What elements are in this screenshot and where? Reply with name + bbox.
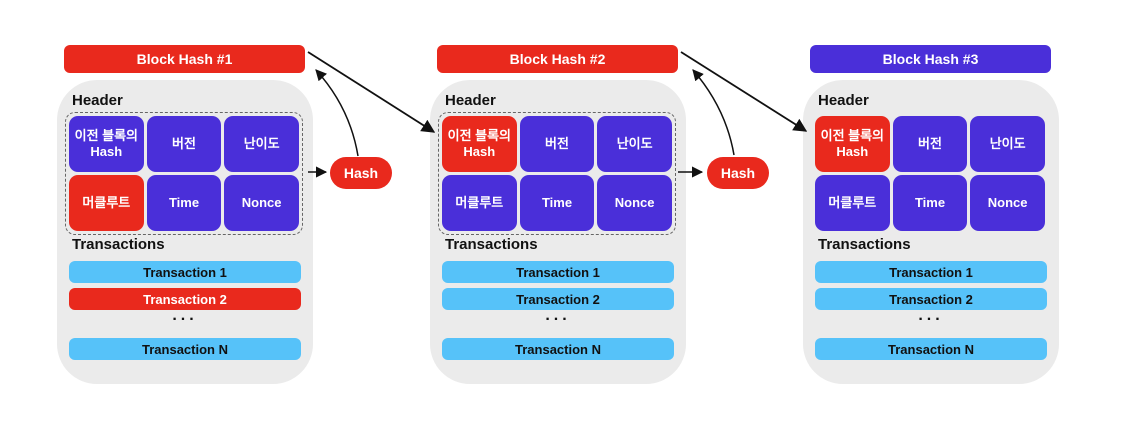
block-3: Block Hash #3 Header 이전 블록의 Hash 버전 난이도 … [803,0,1059,436]
header-cell-nonce: Nonce [597,175,672,231]
header-cell-version: 버전 [892,116,968,172]
transactions-section-title: Transactions [72,236,165,253]
transactions-section-title: Transactions [818,236,911,253]
transaction-row: Transaction 2 [442,288,674,310]
header-cell-difficulty: 난이도 [597,116,672,172]
transaction-row: Transaction N [815,338,1047,360]
header-cell-time: Time [519,175,595,231]
header-cell-version: 버전 [519,116,595,172]
header-cell-prev-hash: 이전 블록의 Hash [815,116,890,172]
header-cell-difficulty: 난이도 [224,116,299,172]
header-cell-nonce: Nonce [970,175,1045,231]
header-section-title: Header [445,92,496,109]
transactions-ellipsis: ... [545,307,571,324]
block-1-container: Header 이전 블록의 Hash 버전 난이도 머클루트 Time Nonc… [57,80,313,384]
header-grid: 이전 블록의 Hash 버전 난이도 머클루트 Time Nonce [65,112,303,235]
transactions-section-title: Transactions [445,236,538,253]
header-cell-merkle-root: 머클루트 [815,175,890,231]
block-2: Block Hash #2 Header 이전 블록의 Hash 버전 난이도 … [430,0,686,436]
hash-function-node-1: Hash [330,157,392,189]
transaction-row: Transaction 1 [442,261,674,283]
hash-to-blockhash-arrow-1 [315,69,359,157]
transaction-row: Transaction 1 [815,261,1047,283]
header-cell-time: Time [146,175,222,231]
transaction-row: Transaction 2 [815,288,1047,310]
block-1: Block Hash #1 Header 이전 블록의 Hash 버전 난이도 … [57,0,313,436]
header-cell-prev-hash: 이전 블록의 Hash [69,116,144,172]
header-grid: 이전 블록의 Hash 버전 난이도 머클루트 Time Nonce [438,112,676,235]
header-cell-difficulty: 난이도 [970,116,1045,172]
transactions-ellipsis: ... [172,307,198,324]
transaction-row: Transaction 2 [69,288,301,310]
header-cell-merkle-root: 머클루트 [69,175,144,231]
block-hash-label-2: Block Hash #2 [437,45,678,73]
transaction-row: Transaction 1 [69,261,301,283]
blockhash2-to-prevhash3-arrow [680,51,808,132]
header-grid: 이전 블록의 Hash 버전 난이도 머클루트 Time Nonce [811,112,1049,235]
block-2-container: Header 이전 블록의 Hash 버전 난이도 머클루트 Time Nonc… [430,80,686,384]
block-3-container: Header 이전 블록의 Hash 버전 난이도 머클루트 Time Nonc… [803,80,1059,384]
transaction-row: Transaction N [69,338,301,360]
transactions-ellipsis: ... [918,307,944,324]
header-cell-prev-hash: 이전 블록의 Hash [442,116,517,172]
header-cell-version: 버전 [146,116,222,172]
header-section-title: Header [818,92,869,109]
header-section-title: Header [72,92,123,109]
header-cell-nonce: Nonce [224,175,299,231]
hash-to-blockhash-arrow-2 [692,69,735,156]
block-hash-label-3: Block Hash #3 [810,45,1051,73]
header-cell-merkle-root: 머클루트 [442,175,517,231]
blockhash1-to-prevhash2-arrow [307,51,436,133]
header-cell-time: Time [892,175,968,231]
transaction-row: Transaction N [442,338,674,360]
block-hash-label-1: Block Hash #1 [64,45,305,73]
hash-function-node-2: Hash [707,157,769,189]
